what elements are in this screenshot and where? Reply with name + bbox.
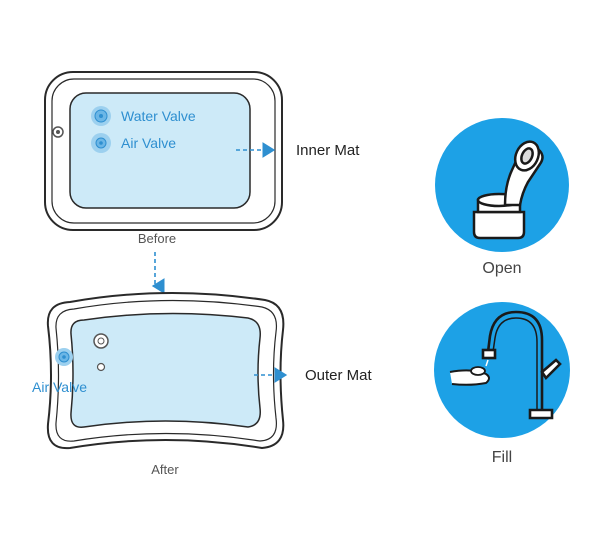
side-valve-icon (52, 126, 64, 138)
bottle-with-cap-icon (472, 140, 544, 240)
inner-mat-label: Inner Mat (296, 142, 360, 159)
fill-step: Fill (434, 302, 570, 466)
open-step: Open (435, 118, 569, 277)
before-caption: Before (138, 231, 176, 246)
air-valve-label-top: Air Valve (121, 135, 176, 151)
after-mat: Air Valve (32, 291, 285, 450)
outer-mat-label: Outer Mat (305, 367, 373, 384)
after-caption: After (151, 462, 179, 477)
before-mat: Water Valve Air Valve (44, 71, 283, 231)
water-valve-label: Water Valve (121, 108, 196, 124)
open-caption: Open (482, 260, 521, 277)
outer-small-valve-icon (96, 362, 106, 372)
outer-air-valve-icon (55, 348, 73, 366)
air-valve-label-bottom: Air Valve (32, 379, 87, 395)
air-valve-icon (91, 133, 111, 153)
faucet-icon (449, 310, 562, 420)
water-valve-icon (91, 106, 111, 126)
fill-caption: Fill (492, 449, 512, 466)
outer-water-valve-icon (93, 333, 109, 349)
